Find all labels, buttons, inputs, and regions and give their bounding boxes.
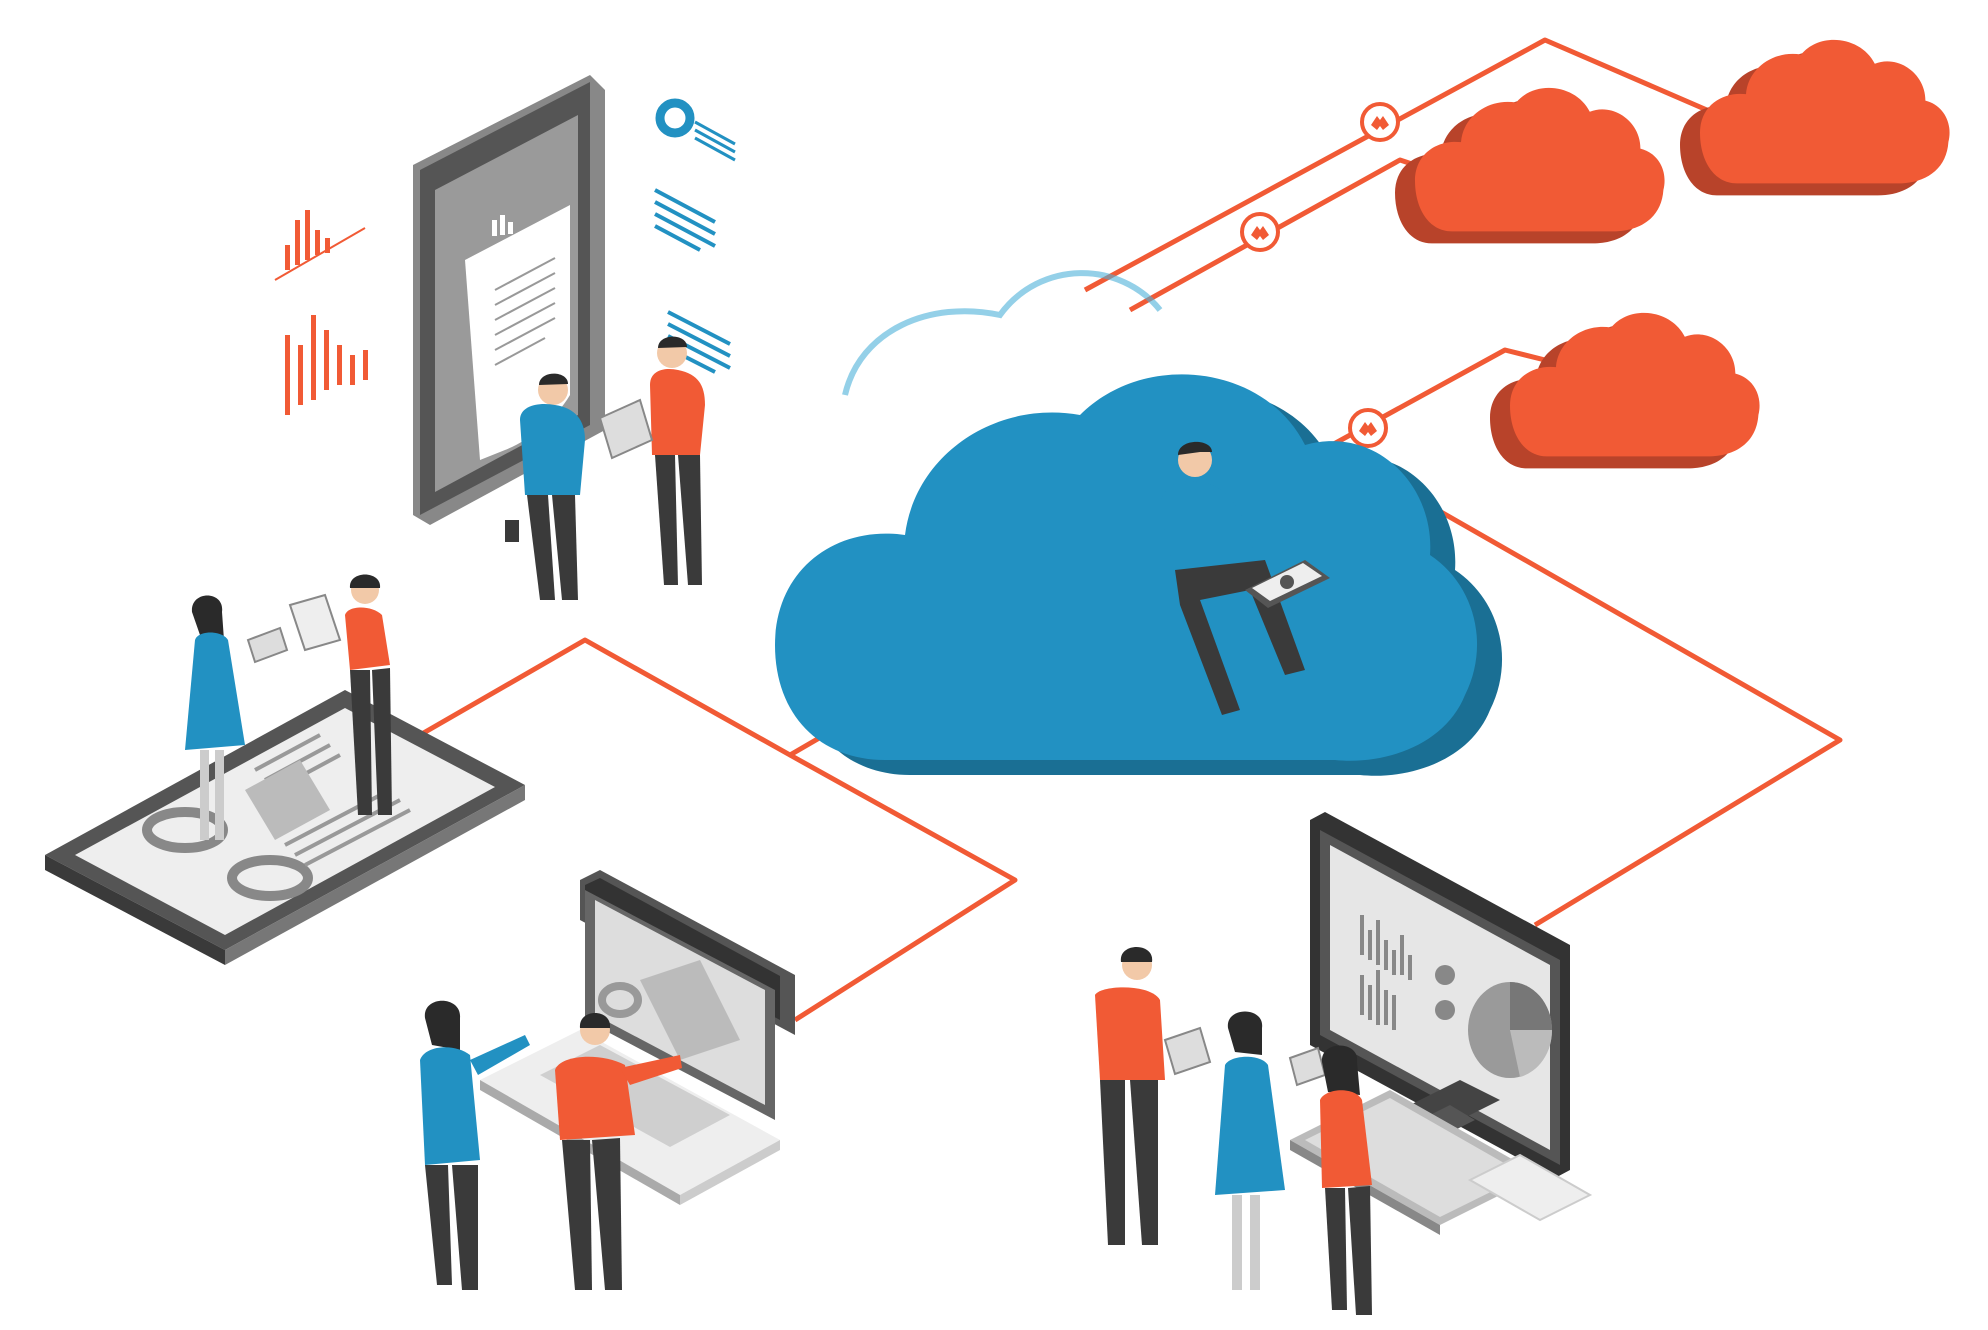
remote-cloud-lower bbox=[1490, 312, 1760, 469]
person-blue-shirt-with-briefcase bbox=[505, 373, 585, 600]
papers-on-desk bbox=[1467, 1153, 1593, 1222]
person-orange-shirt-with-tablet bbox=[598, 336, 705, 585]
handshake-icon bbox=[1348, 408, 1388, 448]
person-orange-shirt-long-hair bbox=[1320, 1045, 1372, 1315]
person-orange-shirt-at-laptop bbox=[555, 1013, 682, 1290]
person-orange-shirt-on-tablet bbox=[288, 574, 392, 815]
floating-donut-chart bbox=[655, 98, 736, 162]
floating-bar-chart-top bbox=[274, 210, 366, 281]
person-orange-shirt-with-tablet-right bbox=[1095, 947, 1212, 1245]
handshake-icon bbox=[1240, 212, 1280, 252]
line-to-laptop bbox=[788, 752, 1018, 1023]
person-blue-dress-on-tablet bbox=[185, 595, 289, 840]
person-sitting-with-tablet bbox=[1160, 441, 1330, 715]
handshake-icon bbox=[1360, 102, 1400, 142]
remote-cloud-top-middle bbox=[1395, 87, 1665, 244]
laptop-device bbox=[480, 870, 795, 1205]
remote-cloud-top-right bbox=[1680, 39, 1950, 196]
line-to-top-cloud bbox=[1083, 37, 1731, 293]
tablet-device bbox=[45, 690, 525, 965]
floating-bar-chart-bottom bbox=[285, 315, 368, 415]
person-blue-dress-center-right bbox=[1215, 1011, 1327, 1290]
desktop-monitor-device bbox=[1310, 812, 1570, 1178]
person-blue-shirt-pointing bbox=[420, 1000, 530, 1290]
main-blue-cloud bbox=[775, 270, 1503, 776]
